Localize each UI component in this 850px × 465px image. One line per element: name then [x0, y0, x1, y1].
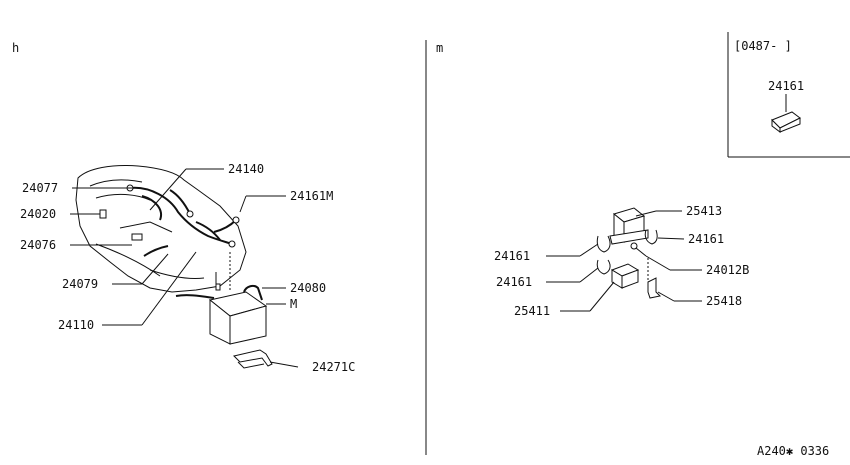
label-25413: 25413	[686, 204, 722, 218]
label-24161-c: 24161	[496, 275, 532, 289]
label-24161-a: 24161	[494, 249, 530, 263]
label-24140: 24140	[228, 162, 264, 176]
label-24080: 24080	[290, 281, 326, 295]
label-24271C: 24271C	[312, 360, 355, 374]
left-panel: h	[12, 41, 355, 374]
right-panel: m [0487- ] 24161	[436, 32, 850, 318]
left-section-mark: h	[12, 41, 19, 55]
label-24161-b: 24161	[688, 232, 724, 246]
battery-frame	[233, 349, 273, 369]
label-24076: 24076	[20, 238, 56, 252]
label-24161M: 24161M	[290, 189, 333, 203]
label-24110: 24110	[58, 318, 94, 332]
inset-date-range: [0487- ]	[734, 39, 792, 53]
inset-box: [0487- ] 24161	[727, 32, 850, 158]
label-M: M	[290, 297, 297, 311]
clip-24161-a	[596, 235, 611, 253]
reference-code: A240✱ 0336	[757, 444, 829, 458]
label-24020: 24020	[20, 207, 56, 221]
connector	[228, 240, 236, 248]
inset-part-label: 24161	[768, 79, 804, 93]
battery	[208, 283, 268, 345]
label-25418: 25418	[706, 294, 742, 308]
relay-25413	[609, 207, 649, 245]
label-24079: 24079	[62, 277, 98, 291]
main-harness	[129, 186, 237, 299]
engine-block	[75, 165, 247, 293]
label-25411: 25411	[514, 304, 550, 318]
connector	[186, 210, 194, 218]
clip-24076	[131, 233, 143, 241]
clip-24161-b	[644, 229, 658, 245]
right-section-mark: m	[436, 41, 443, 55]
label-24077: 24077	[22, 181, 58, 195]
connector	[232, 216, 240, 224]
label-24012B: 24012B	[706, 263, 749, 277]
clip-24161-c	[596, 259, 611, 275]
inset-connector-icon	[771, 111, 801, 133]
bracket-24020	[99, 209, 107, 219]
relay-25411	[610, 263, 640, 289]
bracket-25418	[647, 277, 662, 299]
bolt-24012B	[630, 242, 647, 257]
